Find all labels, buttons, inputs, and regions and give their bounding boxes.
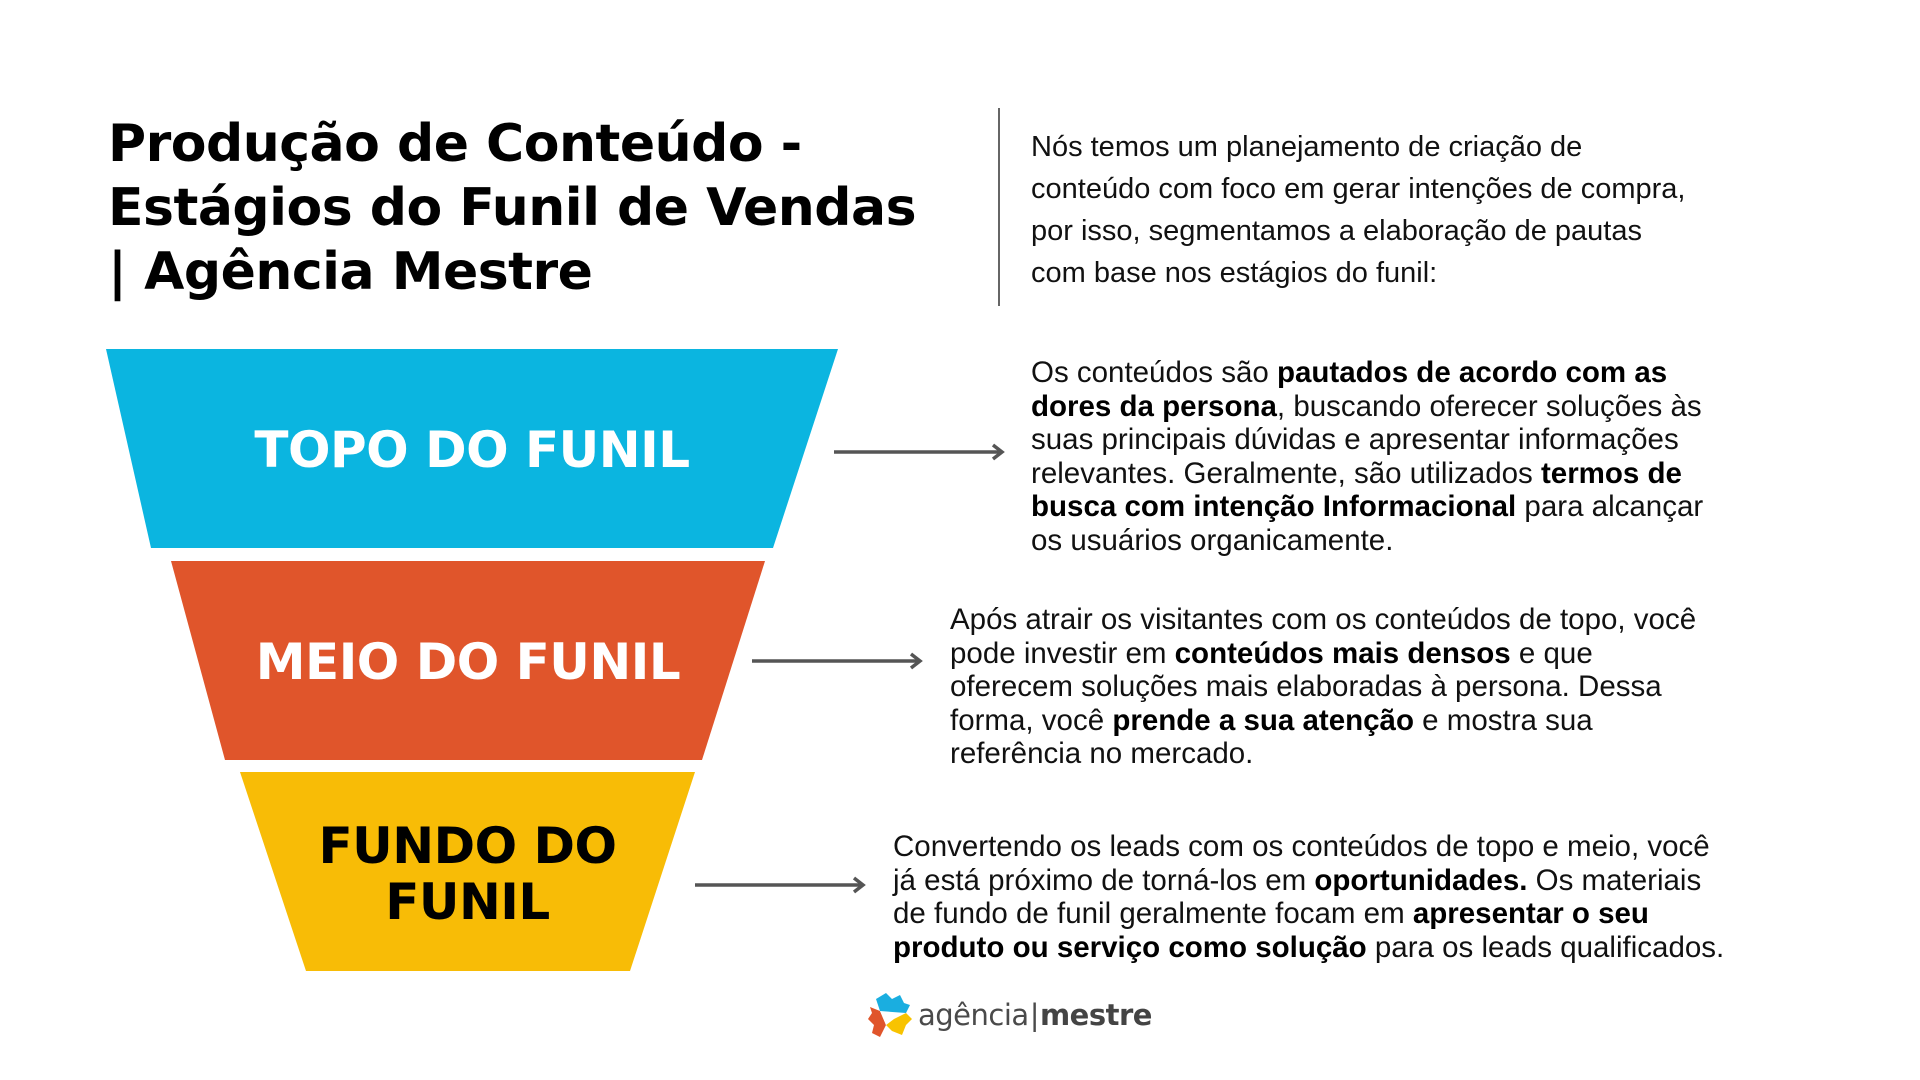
body-text: forma, você bbox=[950, 703, 1113, 737]
body-text: referência no mercado. bbox=[950, 737, 1254, 770]
stage-label-line: TOPO DO FUNIL bbox=[254, 421, 690, 479]
stage-label-line: FUNIL bbox=[385, 873, 550, 931]
body-text: relevantes. Geralmente, são utilizados bbox=[1031, 456, 1541, 490]
intro-line: com base nos estágios do funil: bbox=[1031, 257, 1438, 289]
intro-line: Nós temos um planejamento de criação de bbox=[1031, 131, 1583, 163]
agencia-mestre-logo-icon bbox=[868, 993, 912, 1037]
funnel-stage-top-shape bbox=[106, 349, 838, 548]
title-line-1: Produção de Conteúdo - bbox=[108, 114, 802, 174]
body-text: para alcançar bbox=[1516, 490, 1704, 523]
emphasis-text: busca com intenção Informacional bbox=[1031, 490, 1517, 523]
stage-label-line: FUNDO DO bbox=[318, 817, 617, 875]
funnel-stage-bottom-description: Convertendo os leads com os conteúdos de… bbox=[893, 830, 1724, 964]
description-line: relevantes. Geralmente, são utilizados t… bbox=[1031, 457, 1703, 491]
description-line: Convertendo os leads com os conteúdos de… bbox=[893, 830, 1724, 864]
arrow-right-icon bbox=[752, 652, 923, 670]
emphasis-text: produto ou serviço como solução bbox=[893, 930, 1367, 964]
body-text: Os materiais bbox=[1527, 863, 1702, 897]
funnel-stage-bottom-shape bbox=[240, 772, 695, 971]
intro-line: conteúdo com foco em gerar intenções de … bbox=[1031, 173, 1686, 205]
logo-text-bold: mestre bbox=[1039, 998, 1152, 1032]
funnel-stage-top-description: Os conteúdos são pautados de acordo com … bbox=[1031, 356, 1703, 557]
funnel-stage-top-label: TOPO DO FUNIL bbox=[106, 418, 838, 482]
body-text: pode investir em bbox=[950, 636, 1175, 670]
body-text: oferecem soluções mais elaboradas à pers… bbox=[950, 670, 1662, 703]
description-line: dores da persona, buscando oferecer solu… bbox=[1031, 390, 1703, 424]
vertical-divider bbox=[998, 108, 1000, 306]
page-title: Produção de Conteúdo - Estágios do Funil… bbox=[108, 112, 1008, 304]
description-line: já está próximo de torná-los em oportuni… bbox=[893, 864, 1724, 898]
funnel-stage-bottom-label: FUNDO DO FUNIL bbox=[240, 818, 695, 930]
description-line: pode investir em conteúdos mais densos e… bbox=[950, 637, 1696, 671]
title-line-2: Estágios do Funil de Vendas bbox=[108, 178, 917, 238]
logo-wordmark: agência|mestre bbox=[918, 998, 1152, 1032]
emphasis-text: termos de bbox=[1540, 456, 1682, 490]
body-text: e mostra sua bbox=[1413, 703, 1593, 737]
logo-text-regular: agência bbox=[918, 998, 1029, 1032]
description-line: forma, você prende a sua atenção e mostr… bbox=[950, 704, 1696, 738]
body-text: já está próximo de torná-los em bbox=[893, 863, 1315, 897]
description-line: referência no mercado. bbox=[950, 737, 1696, 771]
description-line: oferecem soluções mais elaboradas à pers… bbox=[950, 670, 1696, 704]
description-line: busca com intenção Informacional para al… bbox=[1031, 490, 1703, 524]
body-text: Os conteúdos são bbox=[1031, 356, 1277, 389]
body-text: Após atrair os visitantes com os conteúd… bbox=[950, 603, 1697, 636]
body-text: Convertendo os leads com os conteúdos de… bbox=[893, 830, 1710, 863]
body-text: para os leads qualificados. bbox=[1366, 930, 1725, 964]
agencia-mestre-logo: agência|mestre bbox=[866, 990, 1152, 1040]
description-line: de fundo de funil geralmente focam em ap… bbox=[893, 897, 1724, 931]
funnel-stage-middle-label: MEIO DO FUNIL bbox=[171, 630, 765, 694]
description-line: Os conteúdos são pautados de acordo com … bbox=[1031, 356, 1703, 390]
body-text: de fundo de funil geralmente focam em bbox=[893, 897, 1413, 930]
body-text: suas principais dúvidas e apresentar inf… bbox=[1031, 423, 1679, 456]
description-line: suas principais dúvidas e apresentar inf… bbox=[1031, 423, 1703, 457]
emphasis-text: conteúdos mais densos bbox=[1174, 636, 1511, 670]
description-line: Após atrair os visitantes com os conteúd… bbox=[950, 603, 1696, 637]
stage-label-line: MEIO DO FUNIL bbox=[255, 633, 681, 691]
emphasis-text: prende a sua atenção bbox=[1112, 703, 1414, 737]
body-text: os usuários organicamente. bbox=[1031, 523, 1394, 557]
emphasis-text: pautados de acordo com as bbox=[1276, 356, 1668, 389]
intro-text: Nós temos um planejamento de criação de … bbox=[1031, 126, 1851, 294]
arrow-right-icon bbox=[695, 876, 866, 894]
description-line: produto ou serviço como solução para os … bbox=[893, 931, 1724, 965]
arrow-right-icon bbox=[834, 443, 1005, 461]
description-line: os usuários organicamente. bbox=[1031, 524, 1703, 558]
funnel-stage-middle-description: Após atrair os visitantes com os conteúd… bbox=[950, 603, 1696, 771]
emphasis-text: apresentar o seu bbox=[1412, 897, 1649, 930]
intro-line: por isso, segmentamos a elaboração de pa… bbox=[1031, 215, 1642, 247]
emphasis-text: dores da persona bbox=[1031, 389, 1277, 423]
emphasis-text: oportunidades. bbox=[1314, 863, 1528, 897]
title-line-3: | Agência Mestre bbox=[108, 242, 593, 302]
funnel-stage-middle-shape bbox=[171, 561, 765, 760]
body-text: , buscando oferecer soluções às bbox=[1276, 389, 1702, 423]
logo-separator: | bbox=[1029, 998, 1040, 1032]
sales-funnel bbox=[106, 349, 838, 971]
body-text: e que bbox=[1510, 636, 1593, 670]
